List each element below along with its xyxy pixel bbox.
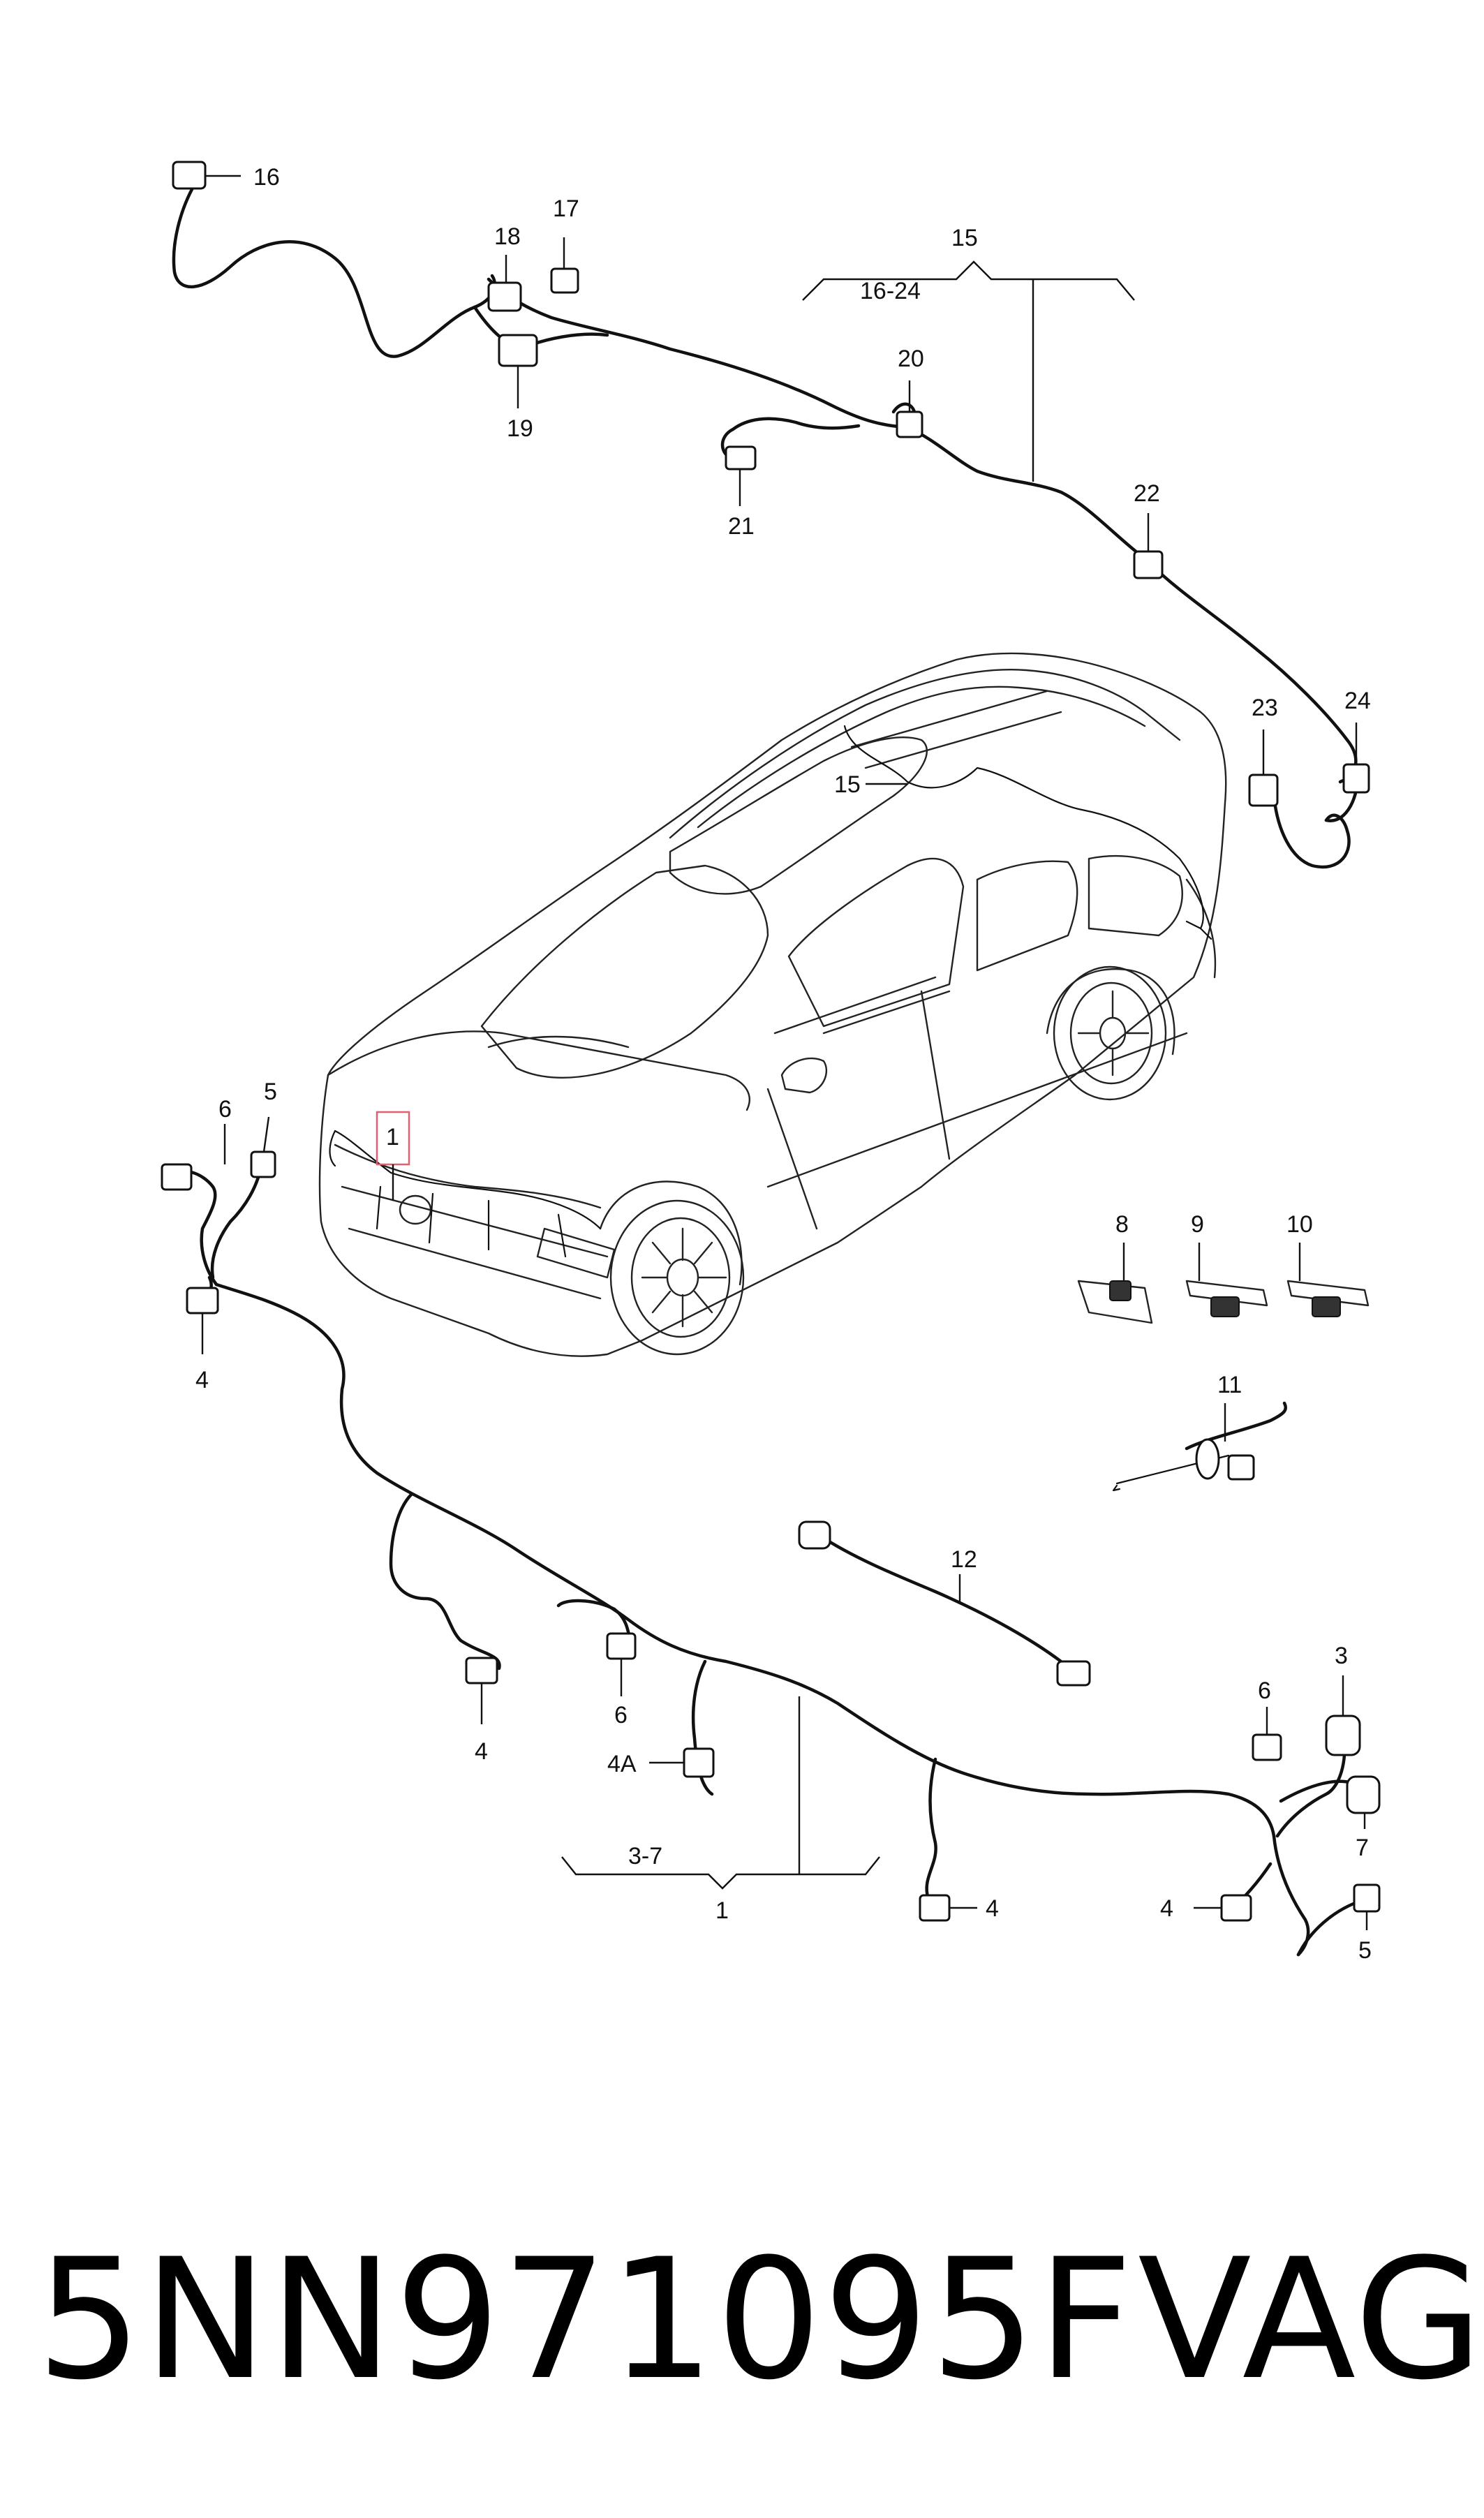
label-15-top: 15 <box>951 225 978 251</box>
connector-20-icon <box>896 410 923 438</box>
connector-4-left-icon <box>186 1287 219 1314</box>
label-21: 21 <box>728 513 755 540</box>
part-11: 11 <box>1112 1372 1288 1492</box>
label-11: 11 <box>1217 1372 1242 1398</box>
part-12: 12 <box>798 1520 1091 1687</box>
connector-3-right-icon <box>1325 1715 1361 1756</box>
label-7-right: 7 <box>1356 1835 1369 1861</box>
connector-23-icon <box>1248 773 1279 807</box>
connector-19-icon <box>498 334 538 367</box>
front-bumper-harness: 4 6 4A 3-7 1 4 3 6 7 4 5 <box>214 1282 1381 1964</box>
label-4-right: 4 <box>1160 1895 1173 1922</box>
connector-6-right-icon <box>1252 1733 1282 1761</box>
label-5-right: 5 <box>1358 1937 1372 1964</box>
brand-name: VAG <box>1138 2223 1484 2417</box>
connector-22-icon <box>1133 550 1164 579</box>
label-8: 8 <box>1115 1211 1129 1238</box>
label-1: 1 <box>715 1897 729 1924</box>
label-23: 23 <box>1252 695 1278 721</box>
label-20: 20 <box>898 346 924 372</box>
connector-4-mid-icon <box>465 1657 498 1684</box>
label-6-right: 6 <box>1258 1678 1271 1704</box>
label-10: 10 <box>1286 1211 1313 1238</box>
connector-11-icon <box>1227 1454 1255 1481</box>
brackets-8-10: 8 9 10 <box>1077 1211 1370 1324</box>
label-5-left: 5 <box>264 1079 277 1105</box>
connector-4-right-icon <box>1220 1894 1252 1922</box>
connector-18-icon <box>487 281 522 312</box>
connector-6-mid-icon <box>606 1632 637 1660</box>
label-16: 16 <box>253 164 280 191</box>
connector-5-left-icon <box>250 1150 276 1178</box>
connector-7-right-icon <box>1346 1775 1381 1814</box>
connector-5-right-icon <box>1353 1883 1381 1913</box>
label-9: 9 <box>1191 1211 1204 1238</box>
label-12: 12 <box>951 1546 977 1573</box>
label-3-right: 3 <box>1335 1643 1348 1669</box>
connector-6-left-icon <box>161 1163 193 1191</box>
connector-17-icon <box>550 267 579 294</box>
left-bumper-connectors: 6 5 4 <box>161 1079 277 1393</box>
label-4-mid: 4 <box>475 1738 488 1765</box>
sensor-12-icon <box>798 1520 831 1550</box>
label-4a: 4A <box>607 1751 637 1777</box>
car-illustration <box>318 652 1227 1357</box>
roof-harness: 16 17 18 19 15 16-24 20 21 22 23 24 <box>172 161 1371 869</box>
label-18: 18 <box>494 223 521 250</box>
label-19: 19 <box>507 415 533 442</box>
label-4-low: 4 <box>986 1895 999 1922</box>
car-labels: 15 1 <box>376 771 907 1201</box>
label-1-car: 1 <box>386 1124 399 1150</box>
bracket-9-icon <box>1185 1280 1268 1307</box>
connector-21-icon <box>725 445 757 471</box>
connector-4a-icon <box>683 1747 715 1778</box>
label-6-mid: 6 <box>614 1702 628 1728</box>
label-17: 17 <box>553 195 579 222</box>
label-16-24: 16-24 <box>860 278 921 304</box>
label-24: 24 <box>1344 688 1371 714</box>
connector-16-icon <box>172 161 207 190</box>
connector-4-low-icon <box>919 1894 951 1922</box>
label-4-left: 4 <box>195 1367 209 1393</box>
connector-12-icon <box>1056 1660 1091 1687</box>
label-22: 22 <box>1134 480 1160 507</box>
label-3-7: 3-7 <box>628 1843 662 1869</box>
label-15-car: 15 <box>834 771 861 798</box>
bracket-10-icon <box>1286 1280 1370 1307</box>
part-number: 5NN971095F <box>36 2223 1134 2417</box>
label-6-left: 6 <box>218 1096 232 1123</box>
connector-24-icon <box>1342 763 1370 794</box>
